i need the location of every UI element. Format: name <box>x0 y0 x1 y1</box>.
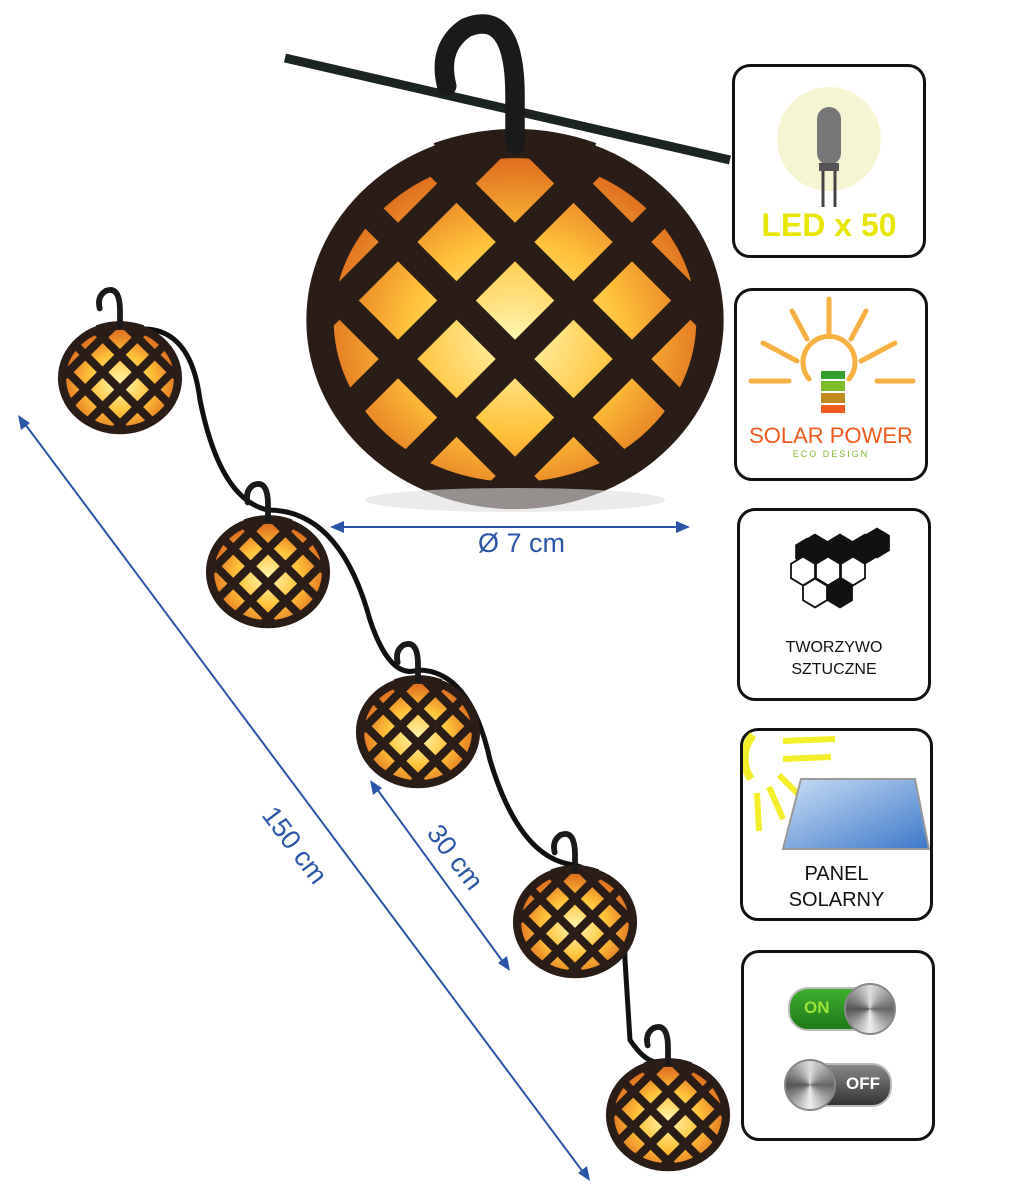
solar-power-subtitle: ECO DESIGN <box>792 449 870 459</box>
led-feature-box: LED x 50 <box>732 64 926 258</box>
lantern-small <box>482 834 668 1003</box>
on-label: ON <box>804 998 830 1017</box>
led-bulb-icon <box>777 87 881 207</box>
panel-line2: SOLARNY <box>788 889 885 911</box>
material-box: TWORZYWO SZTUCZNE <box>737 508 931 701</box>
toggle-off-icon: OFF <box>784 1059 892 1111</box>
material-line2: SZTUCZNE <box>791 661 877 678</box>
lantern-small <box>175 484 361 653</box>
solar-power-box: SOLAR POWER ECO DESIGN <box>734 288 928 481</box>
lantern-small <box>575 1027 761 1196</box>
sun-battery-icon <box>748 296 916 413</box>
diameter-label: Ø 7 cm <box>478 528 566 558</box>
solar-panel-box: PANEL SOLARNY <box>740 728 933 921</box>
panel-line1: PANEL <box>804 863 869 885</box>
solar-panel-icon <box>743 732 931 850</box>
toggle-on-icon: ON <box>788 983 896 1035</box>
length-arrow <box>21 419 587 1177</box>
led-label: LED x 50 <box>761 207 897 243</box>
hexagon-icon <box>790 527 890 609</box>
off-label: OFF <box>846 1074 880 1093</box>
material-line1: TWORZYWO <box>785 639 883 656</box>
switch-box: ON OFF <box>741 950 935 1141</box>
solar-power-title: SOLAR POWER <box>749 423 913 448</box>
spacing-arrow <box>373 784 507 967</box>
lantern-small <box>27 290 213 459</box>
